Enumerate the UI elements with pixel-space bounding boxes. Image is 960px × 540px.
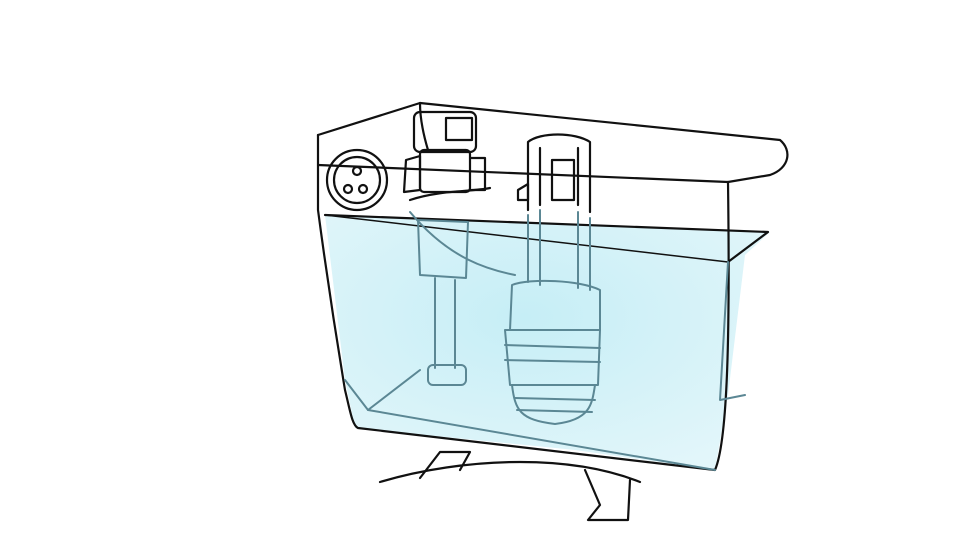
flush-valve: [504, 133, 601, 425]
fill-valve: [402, 110, 516, 386]
water-surface: [323, 213, 770, 264]
inlet-fitting: [325, 148, 389, 212]
toilet-bowl-base: [378, 450, 642, 522]
tank-outline: [316, 101, 789, 472]
water: [325, 215, 770, 470]
tank-interior-lines: [344, 261, 746, 471]
